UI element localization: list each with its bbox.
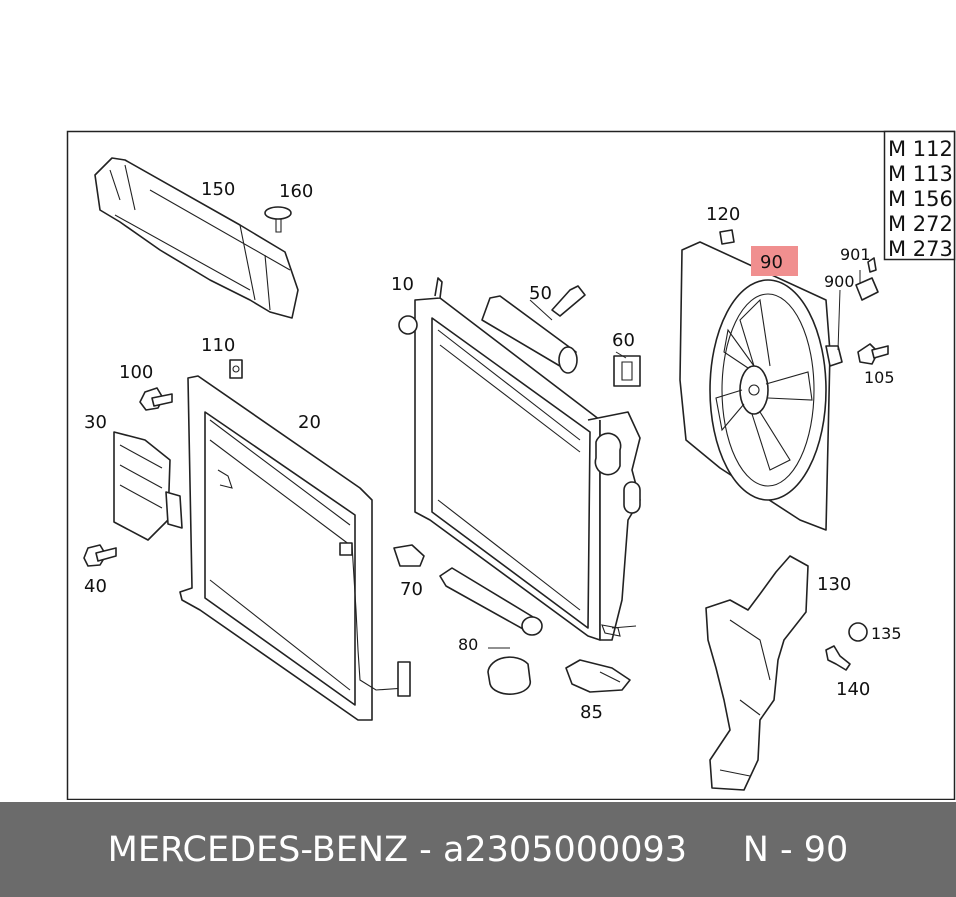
reference-number: N - 90 — [742, 829, 849, 870]
highlight-box — [751, 246, 798, 276]
diagram-frame — [66, 130, 956, 800]
retainer-clip-part — [719, 229, 735, 245]
callout-label: 20 — [298, 412, 321, 433]
footer-bar: MERCEDES-BENZ - a2305000093 N - 90 — [0, 802, 956, 897]
callout-label: 110 — [201, 335, 235, 356]
callout-label: 901 — [840, 245, 871, 264]
callout-label: 80 — [458, 635, 478, 654]
cage-nut-part — [229, 359, 243, 379]
bolt-part — [857, 343, 889, 365]
callout-label: 100 — [119, 362, 153, 383]
small-screw-part — [867, 257, 877, 273]
rubber-mount-part — [393, 544, 425, 567]
air-duct-part — [94, 157, 299, 319]
foam-seal-part — [481, 285, 586, 374]
callout-label: 85 — [580, 702, 603, 723]
callout-label: 120 — [706, 204, 740, 225]
callout-label: 60 — [612, 330, 635, 351]
callout-label: 160 — [279, 181, 313, 202]
engine-item: M 272 — [888, 212, 953, 236]
fan-shroud-part — [679, 241, 843, 531]
receiver-drier-part — [113, 431, 183, 541]
air-guide-part — [705, 555, 809, 791]
callout-label: 900 — [824, 272, 855, 291]
callout-label-90: 90 — [760, 252, 783, 273]
callout-label: 105 — [864, 368, 895, 387]
callout-label: 150 — [201, 179, 235, 200]
part-number: a2305000093 — [442, 829, 688, 870]
engine-item: M 156 — [888, 187, 953, 211]
callout-label: 70 — [400, 579, 423, 600]
push-clip-part — [264, 206, 292, 233]
engine-item: M 113 — [888, 162, 953, 186]
engine-item: M 112 — [888, 137, 953, 161]
condenser-part — [179, 375, 411, 721]
connector-part — [855, 277, 879, 301]
bolt-part — [83, 544, 117, 567]
footer-caption: MERCEDES-BENZ - a2305000093 N - 90 — [108, 830, 849, 870]
callout-label: 30 — [84, 412, 107, 433]
expansion-clip-part — [848, 622, 868, 642]
spacer — [687, 830, 743, 870]
radiator-part — [398, 277, 641, 641]
bracket-part — [613, 355, 641, 387]
callout-label: 40 — [84, 576, 107, 597]
screw-part — [825, 645, 851, 671]
callout-label: 135 — [871, 624, 902, 643]
engine-item: M 273 — [888, 237, 953, 261]
separator: - — [408, 829, 443, 870]
callout-label: 10 — [391, 274, 414, 295]
callout-label: 50 — [529, 283, 552, 304]
engine-list-box: M 112 M 113 M 156 M 272 M 273 — [883, 130, 956, 261]
brand-name: MERCEDES-BENZ — [107, 829, 409, 870]
callout-label: 140 — [836, 679, 870, 700]
seal-strip-part — [439, 567, 543, 695]
callout-label: 130 — [817, 574, 851, 595]
bolt-part — [139, 387, 173, 411]
mounting-bracket-part — [565, 659, 631, 693]
parts-diagram: M 112 M 113 M 156 M 272 M 273 — [66, 130, 956, 800]
